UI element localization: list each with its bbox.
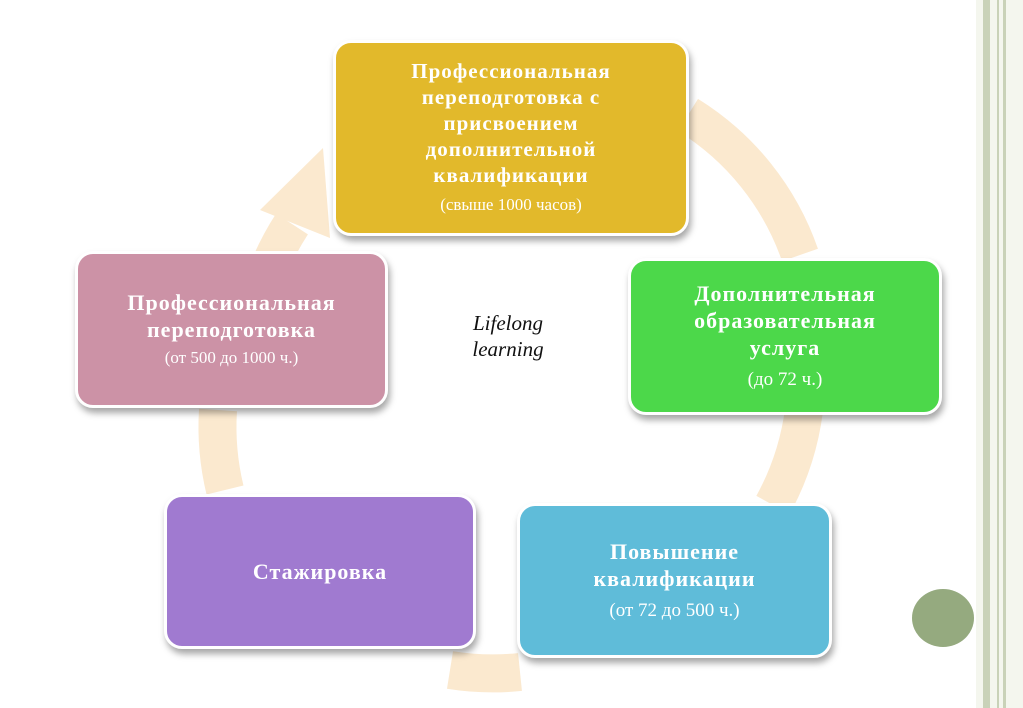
node-internship: Стажировка: [164, 494, 476, 649]
node-duration: (до 72 ч.): [747, 369, 823, 390]
frame-rail: [997, 0, 999, 708]
node-title: Профессиональная переподготовка с присво…: [411, 59, 611, 187]
node-title: Стажировка: [252, 559, 388, 584]
node-duration: (от 72 до 500 ч.): [609, 599, 740, 621]
node-professional-retraining: Профессиональная переподготовка (от 500 …: [75, 251, 388, 408]
node-title: Дополнительная образовательная услуга: [694, 281, 876, 360]
node-title: Профессиональная переподготовка: [127, 289, 336, 342]
node-title: Повышение квалификации: [593, 538, 756, 591]
frame-rail: [1003, 0, 1006, 708]
node-duration: (от 500 до 1000 ч.): [164, 347, 299, 367]
node-qualification-upgrade: Повышение квалификации (от 72 до 500 ч.): [517, 503, 832, 658]
center-label: Lifelong learning: [472, 311, 544, 361]
node-duration: (свыше 1000 часов): [440, 195, 582, 214]
node-additional-education-service: Дополнительная образовательная услуга (д…: [628, 258, 942, 415]
frame-rail: [983, 0, 990, 708]
accent-dot: [912, 589, 974, 647]
node-professional-retraining-qualification: Профессиональная переподготовка с присво…: [333, 40, 689, 236]
